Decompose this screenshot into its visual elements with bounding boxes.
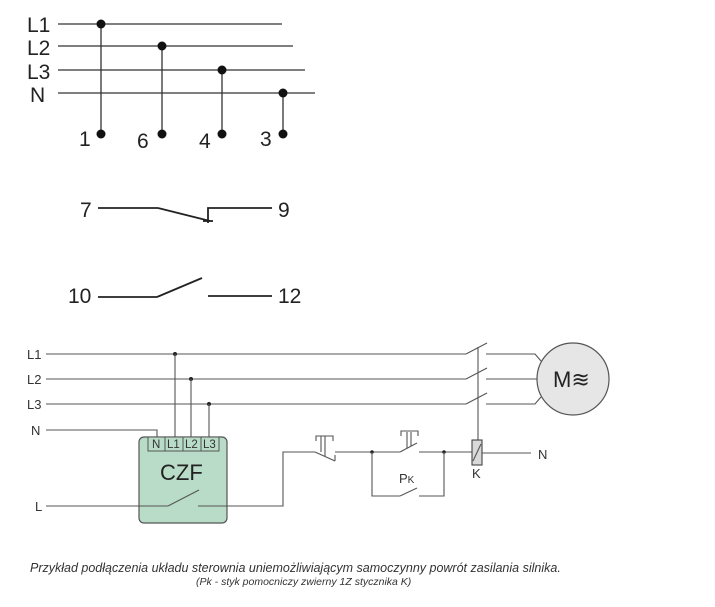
czf-terminal-label: N — [152, 439, 160, 451]
start-button-icon — [400, 430, 419, 436]
motor-circle — [536, 342, 610, 416]
terminal-dot — [157, 129, 167, 139]
contact-blade — [157, 207, 211, 222]
nc-contact-7-9: 7 9 — [80, 199, 290, 223]
terminal-label-6: 6 — [137, 130, 149, 153]
terminal-dot — [278, 129, 288, 139]
bus-label-l2: L2 — [27, 37, 50, 60]
caption-line-2: (Pk - styk pomocniczy zwierny 1Z styczni… — [196, 576, 411, 588]
stop-button-blade — [314, 451, 336, 462]
terminal-label-1: 1 — [79, 128, 91, 151]
top-bus-diagram: L1 L2 L3 N 1 6 4 3 — [27, 14, 315, 153]
coil-diagonal — [472, 443, 482, 462]
czf-feed-n — [46, 429, 158, 438]
coil-label: K — [472, 466, 481, 481]
terminal-dot — [96, 129, 106, 139]
czf-terminal-label: L1 — [167, 439, 180, 451]
aux-contact-wire — [419, 452, 445, 497]
terminal-label-4: 4 — [199, 130, 211, 153]
motor-label: M≋ — [553, 367, 590, 392]
main-contact-blade — [465, 367, 488, 380]
czf-name: CZF — [160, 460, 203, 485]
supply-label-l3: L3 — [27, 397, 41, 412]
bus-label-l3: L3 — [27, 61, 50, 84]
czf-terminal-label: L3 — [203, 439, 216, 451]
motor-line-3 — [486, 396, 542, 405]
supply-label-n: N — [31, 423, 40, 438]
contact-label-7: 7 — [80, 199, 92, 222]
contact-label-12: 12 — [278, 285, 301, 308]
bus-label-l1: L1 — [27, 14, 50, 37]
bus-label-n: N — [30, 84, 45, 107]
aux-contact-label: PK — [399, 471, 415, 486]
junction-dot — [157, 41, 167, 51]
aux-contact-wire — [371, 452, 400, 497]
czf-terminal-label: L2 — [185, 439, 198, 451]
czf-output-wire — [198, 451, 315, 507]
junction-dot — [217, 65, 227, 75]
czf-switch-blade — [167, 489, 200, 507]
coil-neutral-label: N — [538, 447, 547, 462]
contact-wire — [207, 207, 272, 223]
stop-button-icon — [315, 435, 334, 441]
start-button-blade — [399, 442, 418, 453]
motor-line-1 — [486, 353, 542, 362]
no-contact-10-12: 10 12 — [68, 277, 301, 308]
junction-dot — [96, 19, 106, 29]
aux-contact-blade — [399, 487, 418, 497]
supply-label-l1: L1 — [27, 347, 41, 362]
contact-label-10: 10 — [68, 285, 91, 308]
supply-label-l2: L2 — [27, 372, 41, 387]
terminal-dot — [217, 129, 227, 139]
czf-terminal-l3 — [200, 436, 220, 452]
supply-label-l: L — [35, 499, 42, 514]
main-contact-blade — [465, 342, 488, 355]
terminal-label-3: 3 — [260, 128, 272, 151]
contact-blade — [156, 277, 203, 298]
control-schematic: L1 L2 L3 N L M≋ N L1 — [27, 342, 610, 524]
caption-line-1: Przykład podłączenia układu sterownia un… — [30, 561, 561, 575]
contact-label-9: 9 — [278, 199, 290, 222]
main-contact-blade — [465, 392, 488, 405]
junction-dot — [278, 88, 288, 98]
